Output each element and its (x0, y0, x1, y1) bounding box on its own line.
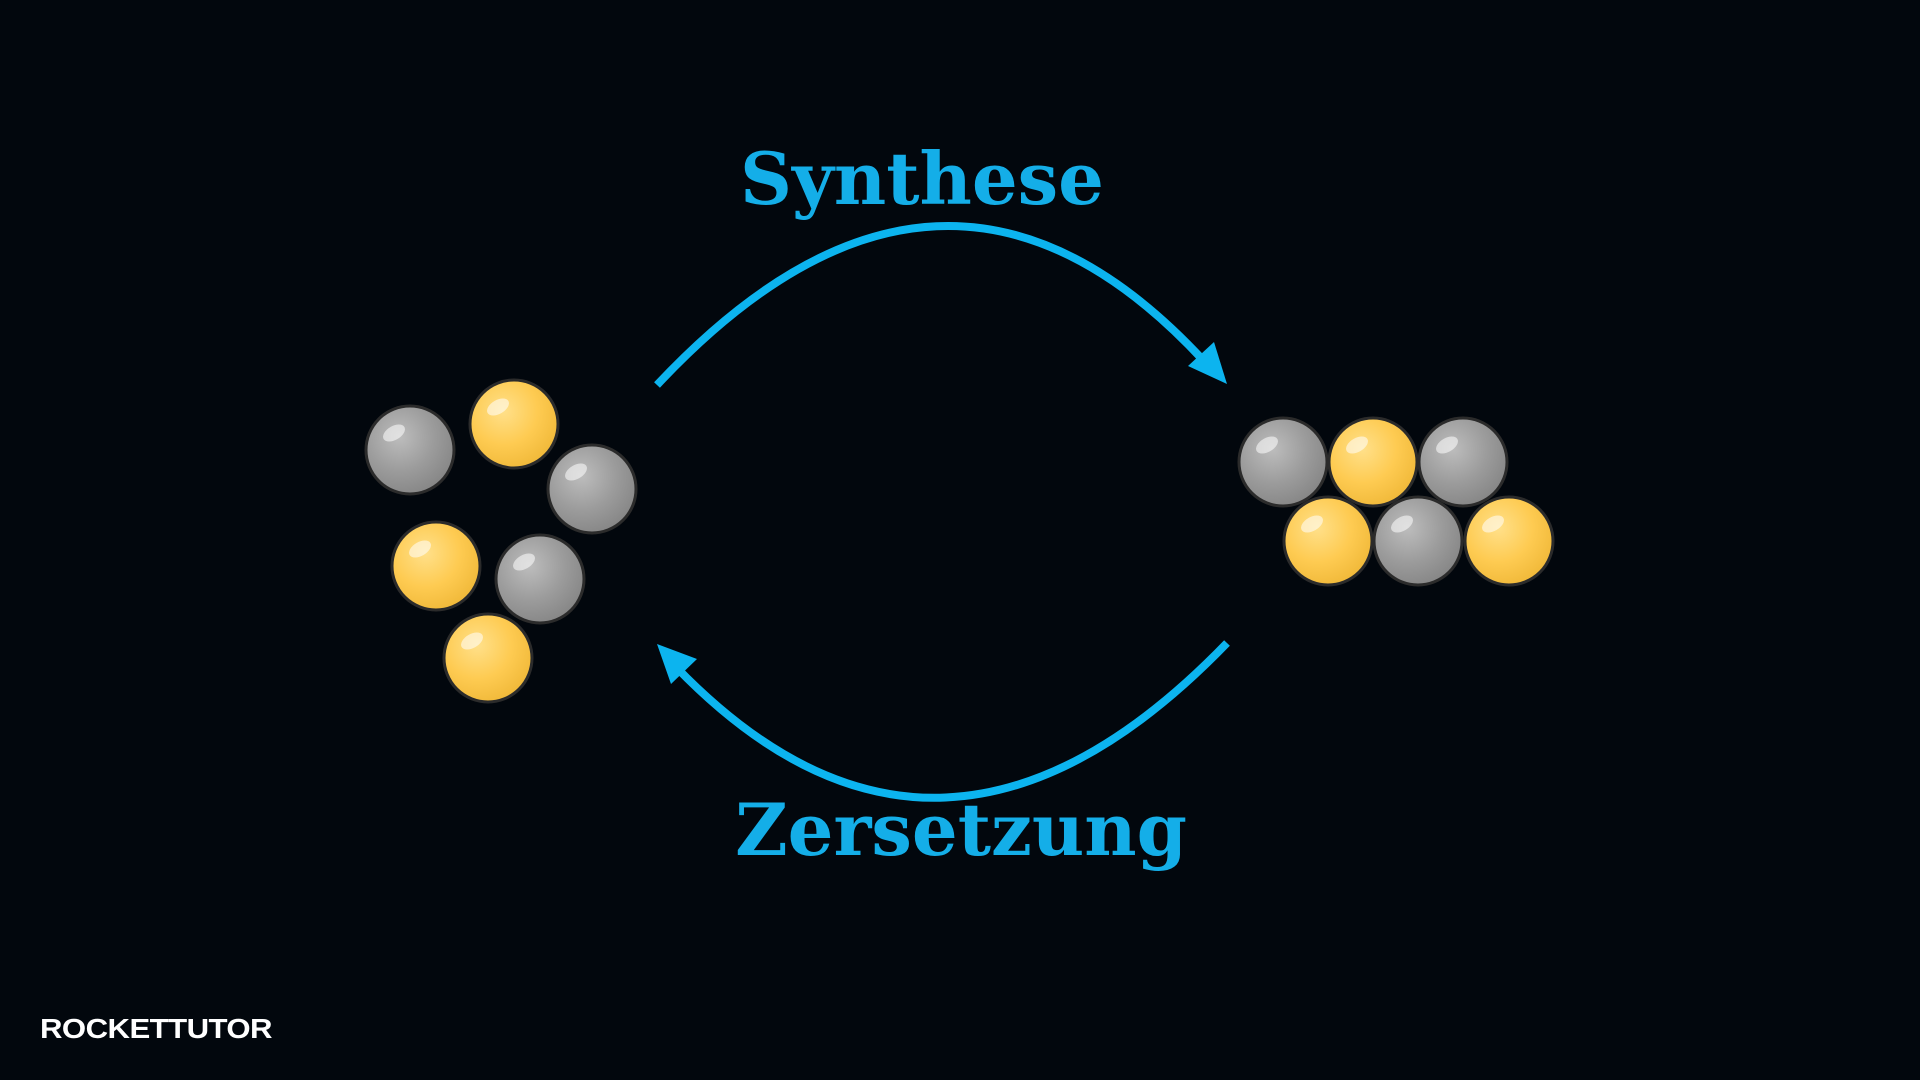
reactant-atom-gold (390, 520, 482, 612)
product-atom-gold (1282, 495, 1374, 587)
rockettutor-logo: ROCKETTUTOR (40, 1010, 280, 1046)
product-atom-gray (1237, 416, 1329, 508)
reactant-atom-gray (494, 533, 586, 625)
reactant-atom-gray (546, 443, 638, 535)
logo-text: ROCKETTUTOR (40, 1013, 272, 1044)
combined-molecule-group (1237, 416, 1555, 587)
synthesis-arrowhead (1188, 342, 1227, 384)
reactant-atom-gold (442, 612, 534, 704)
synthesis-label: Synthese (740, 136, 1104, 221)
decomposition-arrowhead (657, 644, 697, 684)
synthesis-arrow (654, 221, 1206, 388)
decomposition-arrow (673, 640, 1230, 802)
reactant-atom-gold (468, 378, 560, 470)
separate-atoms-group (364, 378, 638, 704)
product-atom-gray (1372, 495, 1464, 587)
product-atom-gold (1463, 495, 1555, 587)
product-atom-gray (1417, 416, 1509, 508)
product-atom-gold (1327, 416, 1419, 508)
decomposition-label: Zersetzung (735, 787, 1187, 872)
rockettutor-logo-mark: ROCKETTUTOR (40, 1013, 273, 1044)
reactant-atom-gray (364, 404, 456, 496)
